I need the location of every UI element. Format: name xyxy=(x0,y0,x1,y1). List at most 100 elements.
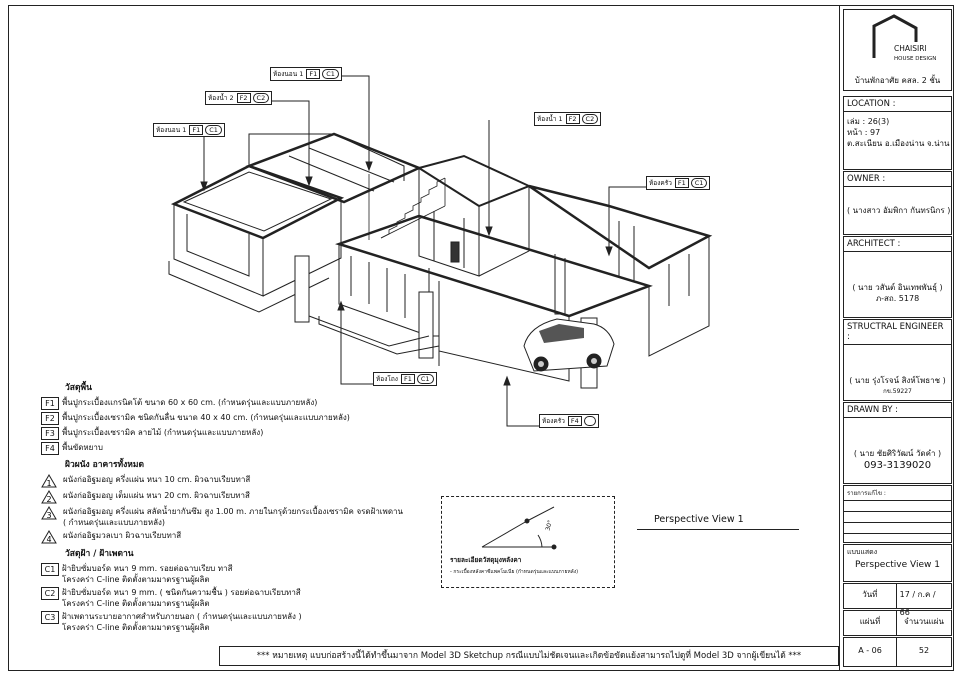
wall-type-number: 2 xyxy=(46,495,51,504)
drawn-label: DRAWN BY : xyxy=(844,403,951,418)
wall-type-triangle-icon: 1 xyxy=(41,474,57,488)
legend-text: พื้นปูกระเบื้องเซรามิค ลายไม้ (กำหนดรุ่น… xyxy=(62,428,264,437)
wall-type-triangle-icon: 4 xyxy=(41,530,57,544)
floor-code: F1 xyxy=(400,374,415,384)
architect-box: ARCHITECT : ( นาย วสันต์ อินเทพพันธุ์ ) … xyxy=(843,236,952,318)
legend-text: ฝ้าเพดานระบายอากาศสำหรับภายนอก ( กำหนดรุ… xyxy=(62,612,302,632)
ceiling-code: C2 xyxy=(581,114,599,124)
sheet-label: แผ่นที่ xyxy=(844,611,897,635)
ceiling-code: C2 xyxy=(252,93,270,103)
wall-type-triangle-icon: 3 xyxy=(41,506,57,520)
owner-label: OWNER : xyxy=(844,172,951,187)
engineer-name: ( นาย รุ่งโรจน์ สิงห์โพธาช ) xyxy=(849,376,946,385)
sheet-count-row: แผ่นที่ จำนวนแผ่น xyxy=(843,610,952,636)
legend-row: 2 ผนังก่ออิฐมอญ เต็มแผ่น หนา 20 cm. ผิวฉ… xyxy=(41,490,461,504)
legend-code: F1 xyxy=(41,397,59,410)
date-row: วันที่ 17 / ก.ค / 66 xyxy=(843,583,952,617)
project-name: บ้านพักอาศัย คสล. 2 ชั้น xyxy=(854,76,941,85)
room-tag-label: ห้องครัว xyxy=(649,179,672,187)
logo-line1: CHAISIRI xyxy=(894,44,927,53)
location-line: หน้า : 97 xyxy=(847,128,881,137)
logo-box: CHAISIRI HOUSE DESIGN บ้านพักอาศัย คสล. … xyxy=(843,9,952,91)
room-tag-label: ห้องโถง xyxy=(376,375,398,383)
sheet-count-label: จำนวนแผ่น xyxy=(904,617,944,626)
title-block: CHAISIRI HOUSE DESIGN บ้านพักอาศัย คสล. … xyxy=(839,6,954,670)
wall-finishes-title: ผิวผนัง อาคารทั้งหมด xyxy=(65,460,145,470)
sheet-total: 52 xyxy=(918,646,930,655)
company-logo-icon xyxy=(872,14,918,58)
ceiling-code: C1 xyxy=(690,178,708,188)
house-perspective xyxy=(168,75,713,427)
legend-text: ผนังก่ออิฐมอญ ครึ่งแผ่น สลัดน้ำยากันซึม … xyxy=(63,507,403,527)
ceiling-code xyxy=(583,416,596,426)
legend-text: พื้นขัดหยาบ xyxy=(62,443,103,452)
room-tag-label: ห้องน้ำ 2 xyxy=(208,94,234,102)
legend-text: ผนังก่ออิฐมวลเบา ผิวฉาบเรียบทาสี xyxy=(63,531,182,540)
legend-text: ผนังก่ออิฐมอญ ครึ่งแผ่น หนา 10 cm. ผิวฉา… xyxy=(63,475,251,484)
view-label: Perspective View 1 xyxy=(654,514,744,525)
room-tag-label: ห้องครัว xyxy=(542,417,565,425)
architect-name: ( นาย วสันต์ อินเทพพันธุ์ ) xyxy=(852,283,943,292)
revision-box: รายการแก้ไข : xyxy=(843,485,952,543)
room-tag-label: ห้องนอน 1 xyxy=(273,70,304,78)
roof-detail-subtitle: - กระเบื้องหลังคาซีแพคโมเนีย (กำหนดรุ่นแ… xyxy=(450,569,579,575)
legend-row: 1 ผนังก่ออิฐมอญ ครึ่งแผ่น หนา 10 cm. ผิว… xyxy=(41,474,461,488)
wall-type-number: 4 xyxy=(46,535,51,544)
drawn-box: DRAWN BY : ( นาย ชัยศิริวัฒน์ วัดคำ ) 09… xyxy=(843,402,952,484)
roof-detail-title: รายละเอียดวัสดุมุงหลังคา xyxy=(450,556,522,564)
location-label: LOCATION : xyxy=(844,97,951,112)
legend-code: F4 xyxy=(41,442,59,455)
room-tag-label: ห้องนอน 1 xyxy=(156,126,187,134)
legend-text: พื้นปูกระเบื้องเซรามิค ชนิดกันลื่น ขนาด … xyxy=(62,413,350,422)
legend-text: ฝ้ายิบซั่มบอร์ด หนา 9 mm. รอยต่อฉาบเรียบ… xyxy=(62,564,233,584)
floor-code: F1 xyxy=(306,69,321,79)
ceiling-materials-title: วัสดุฝ้า / ฝ้าเพดาน xyxy=(65,549,134,559)
room-tag-label: ห้องน้ำ 1 xyxy=(537,115,563,123)
legend-code: C3 xyxy=(41,611,59,624)
logo-line2: HOUSE DESIGN xyxy=(894,56,937,62)
view-label-underline xyxy=(637,529,799,530)
floor-code: F1 xyxy=(189,125,204,135)
floor-code: F2 xyxy=(565,114,580,124)
legend-code: C2 xyxy=(41,587,59,600)
date-value: 17 / ก.ค / 66 xyxy=(899,590,936,617)
location-line: ต.สะเนียน อ.เมืองน่าน จ.น่าน xyxy=(847,139,950,148)
legend-row: 4 ผนังก่ออิฐมวลเบา ผิวฉาบเรียบทาสี xyxy=(41,530,461,544)
legend-code: C1 xyxy=(41,563,59,576)
sheet-type-label: แบบแสดง xyxy=(847,548,878,556)
legend-text: พื้นปูกระเบื้องแกรนิตโต้ ขนาด 60 x 60 cm… xyxy=(62,398,318,407)
legend-text: ผนังก่ออิฐมอญ เต็มแผ่น หนา 20 cm. ผิวฉาบ… xyxy=(63,491,250,500)
roof-detail-box: 30° รายละเอียดวัสดุมุงหลังคา - กระเบื้อง… xyxy=(441,496,615,588)
engineer-box: STRUCTRAL ENGINEER : ( นาย รุ่งโรจน์ สิง… xyxy=(843,319,952,401)
ceiling-code: C1 xyxy=(205,125,222,135)
owner-box: OWNER : ( นางสาว อัมพิกา กันทรนิกร ) xyxy=(843,171,952,235)
revision-label: รายการแก้ไข : xyxy=(844,486,951,501)
architect-label: ARCHITECT : xyxy=(844,237,951,252)
footer-note: *** หมายเหตุ แบบก่อสร้างนี้ได้ทำขึ้นมาจา… xyxy=(219,646,839,666)
engineer-license: กข.59227 xyxy=(883,388,912,395)
location-line: เล่ม : 26(3) xyxy=(847,117,890,126)
sheet-type-box: แบบแสดง Perspective View 1 xyxy=(843,544,952,582)
legend-code: F2 xyxy=(41,412,59,425)
sheet-number: A - 06 xyxy=(844,638,897,666)
ceiling-code: C1 xyxy=(322,69,339,79)
floor-code: F4 xyxy=(567,416,582,426)
revision-row xyxy=(844,501,951,512)
legend-row: 3 ผนังก่ออิฐมอญ ครึ่งแผ่น สลัดน้ำยากันซึ… xyxy=(41,506,461,528)
wall-type-number: 3 xyxy=(46,511,51,520)
floor-materials-title: วัสดุพื้น xyxy=(65,383,92,393)
